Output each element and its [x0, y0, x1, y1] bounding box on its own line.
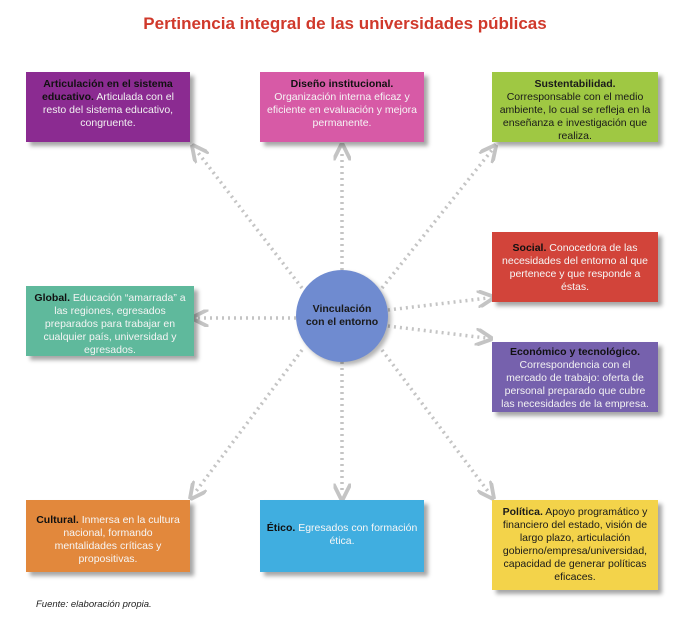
- box-articulacion: Articulación en el sistema educativo. Ar…: [26, 72, 190, 142]
- box-economico-body: Correspondencia con el mercado de trabaj…: [501, 359, 649, 410]
- connector-articulacion: [196, 150, 304, 290]
- center-line-2: con el entorno: [305, 316, 379, 328]
- connector-social: [387, 298, 488, 312]
- box-politica-heading: Política.: [502, 506, 543, 518]
- box-etico-body: Egresados con formación ética.: [295, 522, 418, 547]
- box-diseno-body: Organización interna eficaz y eficiente …: [266, 91, 417, 129]
- box-diseno-heading: Diseño institucional.: [290, 78, 394, 90]
- box-social-body: Conocedora de las necesidades del entorn…: [502, 242, 648, 293]
- box-global-heading: Global.: [34, 292, 71, 304]
- diagram-title: Pertinencia integral de las universidade…: [143, 14, 547, 33]
- box-etico-heading: Ético.: [266, 522, 296, 534]
- connector-cultural: [194, 348, 304, 494]
- box-etico: Ético. Egresados con formación ética.: [260, 500, 424, 572]
- center-node: Vinculación con el entorno: [296, 270, 388, 362]
- box-social-heading: Social.: [512, 242, 547, 254]
- box-social: Social. Conocedora de las necesidades de…: [492, 232, 658, 302]
- box-global: Global. Educación “amarrada” a las regio…: [26, 286, 194, 356]
- box-politica: Política. Apoyo programático y financier…: [492, 500, 658, 590]
- box-global-body: Educación “amarrada” a las regiones, egr…: [43, 292, 186, 356]
- connector-politica: [380, 348, 490, 494]
- box-politica-body: Apoyo programático y financiero del esta…: [502, 506, 648, 583]
- box-cultural-heading: Cultural.: [36, 514, 79, 526]
- box-cultural: Cultural. Inmersa en la cultura nacional…: [26, 500, 190, 572]
- box-sustentabilidad: Sustentabilidad. Corresponsable con el m…: [492, 72, 658, 142]
- connector-sustentabilidad: [380, 150, 492, 290]
- box-sustentabilidad-body: Corresponsable con el medio ambiente, lo…: [499, 91, 651, 142]
- box-cultural-body: Inmersa en la cultura nacional, formando…: [54, 514, 180, 565]
- box-sustentabilidad-heading: Sustentabilidad.: [534, 78, 616, 90]
- box-articulacion-heading: Articulación en el sistema educativo.: [42, 78, 173, 103]
- center-line-1: Vinculación: [312, 303, 372, 315]
- connector-economico: [387, 324, 486, 338]
- box-diseno: Diseño institucional. Organización inter…: [260, 72, 424, 142]
- box-economico-heading: Económico y tecnológico.: [509, 346, 641, 358]
- source-note: Fuente: elaboración propia.: [36, 599, 152, 610]
- box-economico: Económico y tecnológico. Correspondencia…: [492, 342, 658, 412]
- box-articulacion-body: Articulada con el resto del sistema educ…: [42, 91, 174, 129]
